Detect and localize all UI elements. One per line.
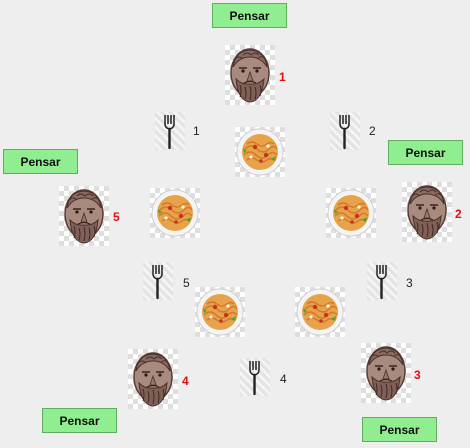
pensar-button-4[interactable]: Pensar: [42, 408, 117, 433]
philosopher-number: 1: [279, 70, 286, 84]
fork-number: 2: [369, 124, 376, 138]
fork-icon: [367, 262, 397, 300]
philosopher-number: 4: [182, 374, 189, 388]
philosopher-head-icon: [128, 349, 178, 409]
pensar-button-3[interactable]: Pensar: [362, 417, 437, 442]
fork-number: 1: [193, 124, 200, 138]
spaghetti-plate-icon: [295, 287, 345, 337]
philosopher-number: 3: [414, 368, 421, 382]
spaghetti-plate-icon: [195, 287, 245, 337]
philosopher-number: 2: [455, 207, 462, 221]
pensar-button-1[interactable]: Pensar: [212, 3, 287, 28]
fork-icon: [155, 112, 185, 150]
fork-number: 4: [280, 372, 287, 386]
spaghetti-plate-icon: [326, 188, 376, 238]
fork-number: 3: [406, 276, 413, 290]
philosopher-head-icon: [361, 343, 411, 403]
pensar-button-5[interactable]: Pensar: [3, 149, 78, 174]
fork-icon: [240, 358, 270, 396]
pensar-button-2[interactable]: Pensar: [388, 140, 463, 165]
philosopher-head-icon: [402, 182, 452, 242]
fork-number: 5: [183, 276, 190, 290]
spaghetti-plate-icon: [150, 188, 200, 238]
philosopher-number: 5: [113, 210, 120, 224]
fork-icon: [143, 262, 173, 300]
philosopher-head-icon: [59, 186, 109, 246]
spaghetti-plate-icon: [235, 127, 285, 177]
fork-icon: [330, 112, 360, 150]
philosopher-head-icon: [225, 45, 275, 105]
